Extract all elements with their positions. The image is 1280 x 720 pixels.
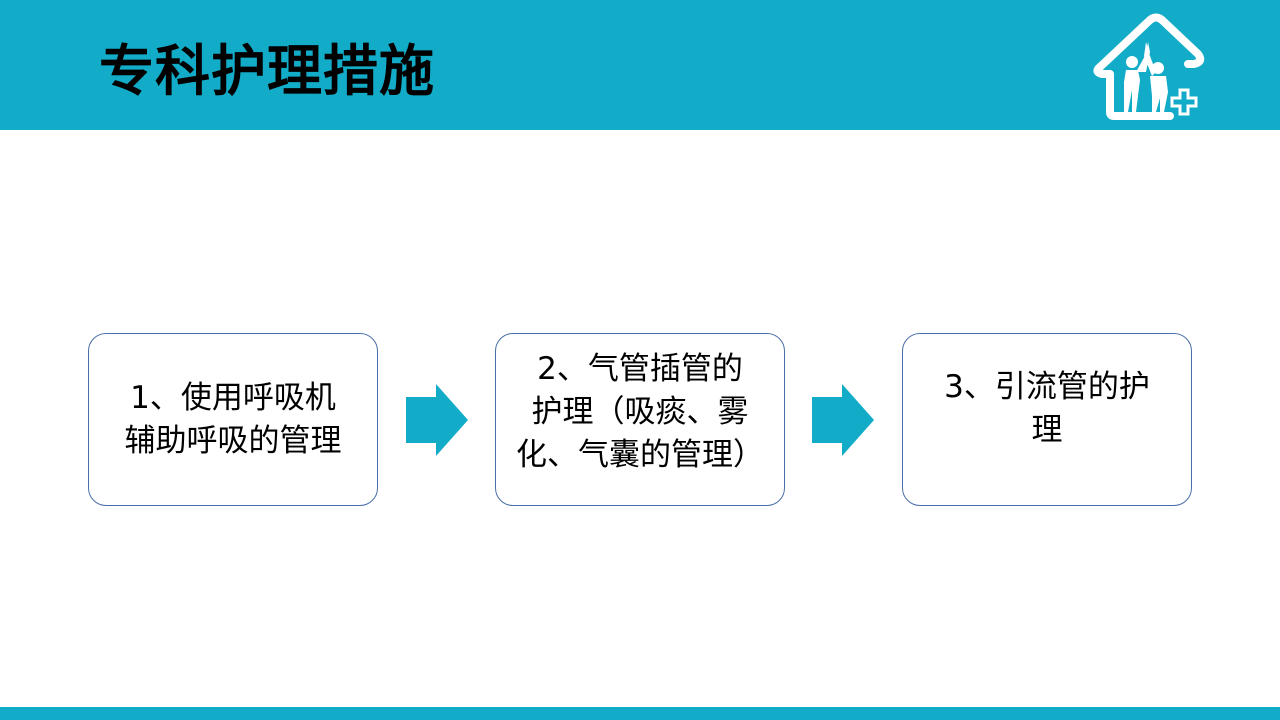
- home-care-family-icon: [1093, 13, 1205, 120]
- arrow-right-icon: [406, 384, 468, 456]
- step-label-3: 3、引流管的护 理: [944, 368, 1150, 448]
- step-box-2: 2、气管插管的 护理（吸痰、雾 化、气囊的管理）: [495, 333, 785, 506]
- step-label-2: 2、气管插管的 护理（吸痰、雾 化、气囊的管理）: [516, 351, 764, 473]
- header-bar: 专科护理措施: [0, 0, 1280, 130]
- step-box-3: 3、引流管的护 理: [902, 333, 1192, 506]
- step-box-1: 1、使用呼吸机 辅助呼吸的管理: [88, 333, 378, 506]
- page-title: 专科护理措施: [99, 39, 436, 103]
- footer-bar: [0, 707, 1280, 720]
- arrow-right-icon: [812, 384, 874, 456]
- step-label-1: 1、使用呼吸机 辅助呼吸的管理: [124, 379, 342, 459]
